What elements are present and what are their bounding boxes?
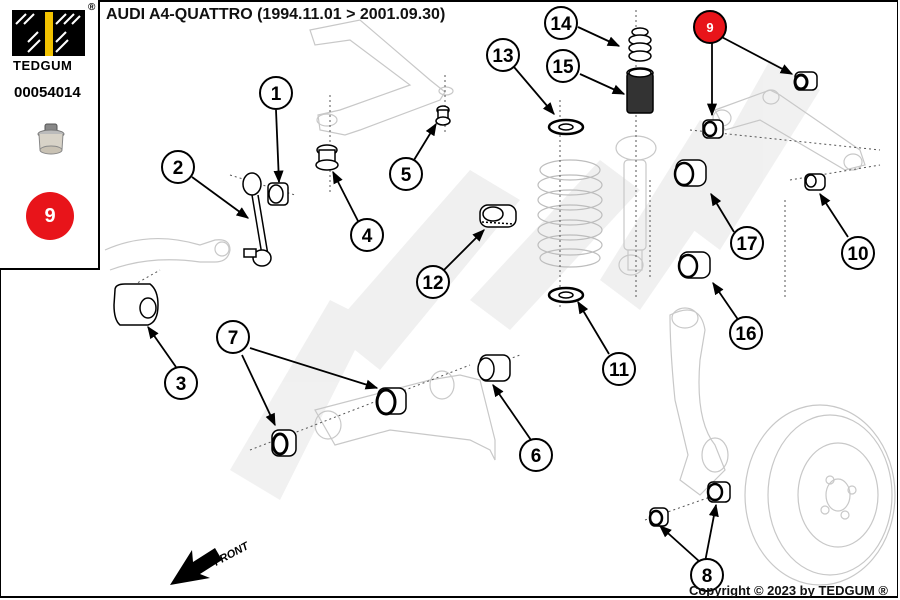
callout-label: 1 [271,84,282,105]
bushing-7a [375,387,407,416]
stabilizer-link-2 [242,172,272,267]
bushing-10 [804,173,826,191]
sidebar-panel: ® TEDGUM 00054014 9 [0,0,100,270]
bushing-6 [477,354,511,382]
vehicle-title: AUDI A4-QUATTRO (1994.11.01 > 2001.09.30… [106,6,446,23]
spring-pad-11 [547,286,585,304]
position-badge: 9 [26,192,74,240]
callout-label: 14 [550,14,572,35]
bushing-8a [648,507,669,527]
bushing-7b [271,429,297,457]
copyright-notice: Copyright © 2023 by TEDGUM ® [688,583,888,598]
callout-label: 5 [401,165,412,186]
leader-arrows [147,26,849,563]
ghost-chassis [104,19,896,586]
front-arrow-icon [170,548,222,585]
callout-label: 6 [531,446,542,467]
callout-17[interactable]: 17 [730,226,764,260]
dust-boot-15 [626,67,654,114]
callout-11[interactable]: 11 [602,352,636,386]
bushing-5 [435,105,451,126]
callout-label: 11 [609,360,630,381]
bushing-3 [113,283,159,326]
callout-label: 13 [492,46,513,67]
callout-label: 17 [736,234,757,255]
callout-5[interactable]: 5 [389,157,423,191]
part-number: 00054014 [14,84,81,101]
front-direction-indicator: FRONT [170,540,252,585]
callout-3[interactable]: 3 [164,366,198,400]
bushing-8b [706,481,731,503]
callout-circles: 1 2 3 4 5 6 7 8 9 10 11 12 13 14 15 16 1… [161,6,875,592]
callout-13[interactable]: 13 [486,38,520,72]
callout-10[interactable]: 10 [841,236,875,270]
callout-12[interactable]: 12 [416,265,450,299]
callout-label: 2 [173,158,184,179]
callout-label: 4 [362,226,373,247]
callout-label: 3 [176,374,187,395]
callout-label: 10 [847,244,868,265]
callout-label: 16 [735,324,756,345]
bushing-1 [267,182,289,206]
bushing-9b [702,119,724,139]
product-thumbnail [37,123,65,155]
front-label: FRONT [212,540,252,569]
callout-15[interactable]: 15 [546,49,580,83]
callout-2[interactable]: 2 [161,150,195,184]
callout-label: 15 [552,57,574,78]
callout-6[interactable]: 6 [519,438,553,472]
registered-mark: ® [88,2,96,13]
callout-9-highlighted[interactable]: 9 [693,10,727,44]
callout-14[interactable]: 14 [544,6,578,40]
callout-label: 12 [422,273,443,294]
bushing-4 [315,144,339,171]
callout-8[interactable]: 8 [690,558,724,592]
bearing-12 [479,204,517,228]
callout-1[interactable]: 1 [259,76,293,110]
brand-name: TEDGUM [13,58,73,73]
tedgum-logo-icon [12,10,85,56]
bushing-9a [793,71,818,91]
callout-label: 7 [228,328,239,349]
callout-label: 9 [706,20,713,35]
callout-7[interactable]: 7 [216,320,250,354]
bump-stop-14 [628,27,652,62]
callout-16[interactable]: 16 [729,316,763,350]
callout-4[interactable]: 4 [350,218,384,252]
callout-label: 8 [702,566,713,587]
bushings [113,27,826,527]
bushing-16 [677,251,711,279]
bushing-17 [673,159,707,187]
spring-pad-13 [547,118,585,136]
